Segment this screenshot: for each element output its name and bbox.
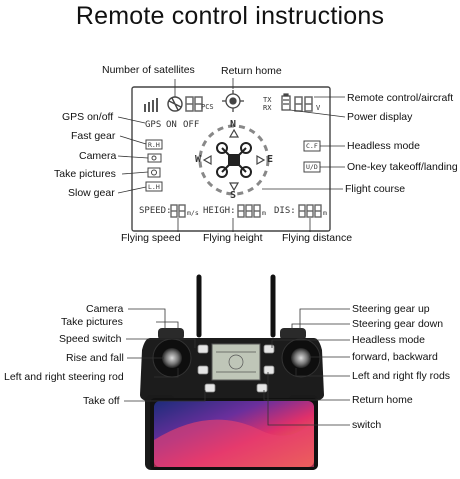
label-ctrl-take-pictures: Take pictures xyxy=(61,316,123,328)
compass-arrows xyxy=(202,128,266,192)
label-ctrl-speed-switch: Speed switch xyxy=(59,333,122,345)
controller-buttons xyxy=(197,344,275,393)
label-ctrl-rise-fall: Rise and fall xyxy=(66,352,124,364)
controller-lcd xyxy=(211,343,261,381)
label-take-pictures: Take pictures xyxy=(54,168,116,180)
left-shoulder xyxy=(158,328,184,340)
label-flying-height: Flying height xyxy=(203,232,263,244)
compass-s: S xyxy=(230,190,237,201)
compass-e: E xyxy=(267,154,274,165)
label-ctrl-steering-gear-down: Steering gear down xyxy=(352,318,444,330)
tx-text: TX xyxy=(263,96,272,104)
battery-icon xyxy=(281,93,291,111)
gps-text: GPS xyxy=(145,120,162,130)
label-return-home: Return home xyxy=(221,65,282,77)
cf-text: C.F xyxy=(306,142,318,150)
label-ctrl-switch: switch xyxy=(352,419,382,431)
pcs-text: PCS xyxy=(201,103,214,111)
label-ctrl-return-home: Return home xyxy=(352,394,413,406)
label-ctrl-steering-gear-up: Steering gear up xyxy=(352,303,430,315)
label-flight-course: Flight course xyxy=(345,183,406,195)
m-text: m xyxy=(262,209,266,217)
label-flying-distance: Flying distance xyxy=(282,232,353,244)
label-ctrl-take-off: Take off xyxy=(83,395,120,407)
label-ctrl-forward-backward: forward, backward xyxy=(352,351,438,363)
antennas xyxy=(196,274,276,338)
label-fast-gear: Fast gear xyxy=(71,130,116,142)
distance-digits xyxy=(298,204,322,218)
ud-text: U/D xyxy=(306,163,318,171)
controller-left-lines xyxy=(124,308,206,402)
label-remote-aircraft: Remote control/aircraft xyxy=(347,92,454,104)
gps-on-text: ON xyxy=(166,120,177,130)
ms-text: m/s xyxy=(187,209,199,217)
slow-gear-box xyxy=(145,181,163,192)
compass-w: W xyxy=(195,154,202,165)
controller-right-lines xyxy=(263,308,350,426)
rh-text: R.H xyxy=(148,141,160,149)
m2-text: m xyxy=(323,209,327,217)
volt-text: V xyxy=(316,104,321,112)
speed-text: SPEED: xyxy=(139,206,172,216)
right-shoulder xyxy=(280,328,306,340)
label-ctrl-left-right-fly-rods: Left and right fly rods xyxy=(352,370,451,382)
lh-text: L.H xyxy=(148,183,160,191)
fast-gear-box xyxy=(145,139,163,150)
gps-off-text: OFF xyxy=(183,120,200,130)
label-ctrl-camera: Camera xyxy=(86,303,124,315)
label-gps-on-off: GPS on/off xyxy=(62,111,114,123)
label-ctrl-headless-mode: Headless mode xyxy=(352,334,425,346)
page-title: Remote control instructions xyxy=(75,2,385,30)
height-digits xyxy=(237,204,261,218)
drone-icon xyxy=(216,142,252,178)
satellite-digits xyxy=(185,96,203,112)
label-camera: Camera xyxy=(79,150,117,162)
voltage-digits xyxy=(294,96,313,112)
label-ctrl-left-right-steering: Left and right steering rod xyxy=(4,371,124,383)
speed-digits xyxy=(170,204,186,218)
label-headless-mode: Headless mode xyxy=(347,140,420,152)
label-slow-gear: Slow gear xyxy=(68,187,115,199)
signal-icon xyxy=(144,98,158,112)
rx-text: RX xyxy=(263,104,272,112)
take-pictures-lcd-icon xyxy=(147,167,161,178)
label-power-display: Power display xyxy=(347,111,413,123)
lcd-leader-lines xyxy=(117,78,346,232)
compass-n: N xyxy=(230,119,237,130)
compass xyxy=(198,124,270,196)
return-home-icon xyxy=(222,90,244,112)
dis-text: DIS: xyxy=(274,206,296,216)
label-number-of-satellites: Number of satellites xyxy=(102,64,195,76)
label-one-key-takeoff: One-key takeoff/landing xyxy=(347,161,458,173)
label-flying-speed: Flying speed xyxy=(121,232,181,244)
height-text: HEIGH: xyxy=(203,206,236,216)
right-stick xyxy=(291,348,311,368)
left-stick xyxy=(162,348,182,368)
